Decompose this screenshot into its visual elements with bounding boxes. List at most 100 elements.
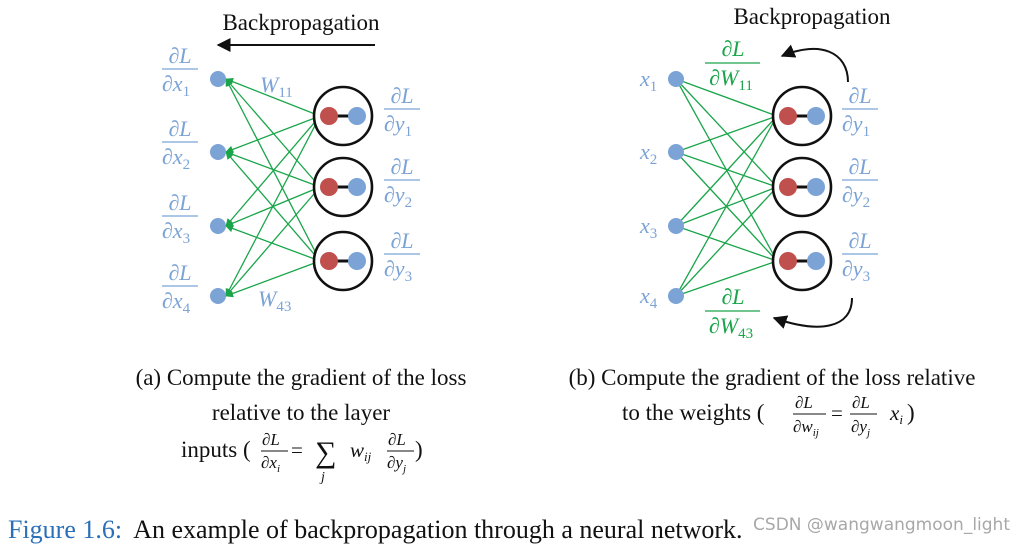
svg-text:Figure 1.6: An example o: Figure 1.6: An example of backpropagatio… [8,515,743,544]
svg-text:=: = [831,401,843,425]
input-label-x4: x4 [639,283,658,312]
svg-text:inputs (: inputs ( [181,437,251,462]
figure-caption: Figure 1.6: An example of backpropagatio… [8,515,743,544]
svg-text:): ) [415,437,423,462]
weight-gradient-w11: ∂L ∂W11 [705,36,760,94]
svg-text:∂W43: ∂W43 [709,313,753,342]
svg-text:xi: xi [889,401,903,427]
svg-text:∑: ∑ [315,436,336,469]
svg-text:∂yj: ∂yj [851,417,870,439]
svg-text:∂y3: ∂y3 [384,256,412,285]
panel-a-caption-line3: inputs ( ∂L ∂xi = ∑ j wij ∂L ∂yj ) [181,430,423,485]
svg-text:∂L: ∂L [848,154,871,179]
panel-b-output-gradient-labels: ∂L ∂y1 ∂L ∂y2 ∂L ∂y3 [842,83,878,285]
panel-a-edges [225,77,321,298]
weight-label-w11: W11 [260,72,293,101]
svg-text:wij: wij [350,438,372,464]
input-node-x3 [210,218,226,234]
input-node-x2 [668,144,684,160]
panel-b-inputs [668,71,684,304]
weight-gradient-w43: ∂L ∂W43 [705,284,760,342]
panel-b: Backpropagation ∂L∂y1∂L∂y2∂L∂y3 x1x2x3x4… [569,4,976,439]
neuron-y1 [312,85,374,147]
input-label-x1: x1 [639,66,657,95]
edge-x4-y3 [675,260,778,297]
input-node-x1 [210,71,226,87]
input-label-x3: x3 [639,213,657,242]
curved-arrow-bottom [772,297,853,329]
svg-text:∂L: ∂L [168,190,191,215]
figure-caption-label: Figure 1.6: [8,515,122,544]
grad-label-y2: ∂L ∂y2 [842,154,878,211]
neuron-y2 [771,156,833,218]
svg-text:∂wij: ∂wij [793,417,819,439]
edge-x2-y1 [675,115,778,153]
panel-b-caption-line2: to the weights ( ∂L ∂wij = ∂L ∂yj xi ) [622,393,915,439]
svg-text:j: j [319,470,325,485]
svg-text:to the weights (: to the weights ( [622,400,764,425]
neuron-y2 [312,156,374,218]
svg-text:∂y1: ∂y1 [384,111,412,140]
svg-text:∂y3: ∂y3 [842,256,870,285]
figure-caption-text: An example of backpropagation through a … [133,515,742,544]
grad-label-x4: ∂L ∂x4 [162,260,198,317]
svg-text:∂L: ∂L [168,116,191,141]
edge-x1-y2 [675,78,778,188]
svg-text:∂L: ∂L [390,154,413,179]
input-node-x4 [668,288,684,304]
neuron-y3 [771,230,833,292]
edge-y1-x1 [225,77,321,117]
input-node-x3 [668,218,684,234]
svg-text:=: = [291,438,303,462]
svg-text:): ) [907,400,915,425]
grad-label-y1: ∂L ∂y1 [384,83,420,140]
svg-text:∂y2: ∂y2 [384,182,412,211]
edge-y3-x2 [225,151,321,262]
panel-b-edges [675,78,778,297]
panel-b-caption-line1: (b) Compute the gradient of the loss rel… [569,365,976,390]
svg-text:∂y2: ∂y2 [842,182,870,211]
grad-label-y3: ∂L ∂y3 [842,228,878,285]
panel-a-caption-line1: (a) Compute the gradient of the loss [136,365,467,390]
svg-text:∂x4: ∂x4 [162,288,191,317]
panel-b-title: Backpropagation [733,4,891,29]
edge-x1-y3 [675,78,778,262]
edge-x3-y3 [675,225,778,262]
edge-y3-x4 [225,260,321,298]
panel-a-output-gradient-labels: ∂L ∂y1 ∂L ∂y2 ∂L ∂y3 [384,83,420,285]
svg-text:∂L: ∂L [390,83,413,108]
panel-a-title: Backpropagation [222,10,380,35]
neuron-y1 [771,85,833,147]
grad-label-x2: ∂L∂x2 [162,116,198,173]
svg-text:∂L: ∂L [848,83,871,108]
svg-text:∂x3: ∂x3 [162,218,190,247]
grad-label-y2: ∂L ∂y2 [384,154,420,211]
svg-text:∂L: ∂L [848,228,871,253]
svg-text:∂y1: ∂y1 [842,111,870,140]
svg-text:∂L: ∂L [390,228,413,253]
grad-label-x1: ∂L∂x1 [162,43,198,100]
edge-x1-y1 [675,78,778,117]
edge-y2-x1 [225,78,321,188]
input-node-x4 [210,288,226,304]
input-node-x2 [210,144,226,160]
edge-y3-x1 [225,78,321,262]
panel-a-neurons [312,85,374,292]
svg-text:∂L: ∂L [852,393,870,412]
svg-text:∂L: ∂L [168,43,191,68]
panel-a-caption-line2: relative to the layer [212,400,391,425]
watermark: CSDN @wangwangmoon_light [753,515,1010,535]
svg-text:∂L: ∂L [721,284,744,309]
svg-text:∂L: ∂L [168,260,191,285]
svg-text:∂L: ∂L [721,36,744,61]
grad-label-y3: ∂L ∂y3 [384,228,420,285]
weight-label-w43: W43 [258,286,291,315]
svg-text:∂L: ∂L [262,430,280,449]
grad-label-x3: ∂L ∂x3 [162,190,198,247]
svg-text:∂xi: ∂xi [261,453,280,475]
input-node-x1 [668,71,684,87]
panel-a: Backpropagation ∂L∂x1∂L∂x2∂L∂x3∂L∂x4 ∂L∂… [136,10,467,485]
edge-y2-x4 [225,186,321,297]
